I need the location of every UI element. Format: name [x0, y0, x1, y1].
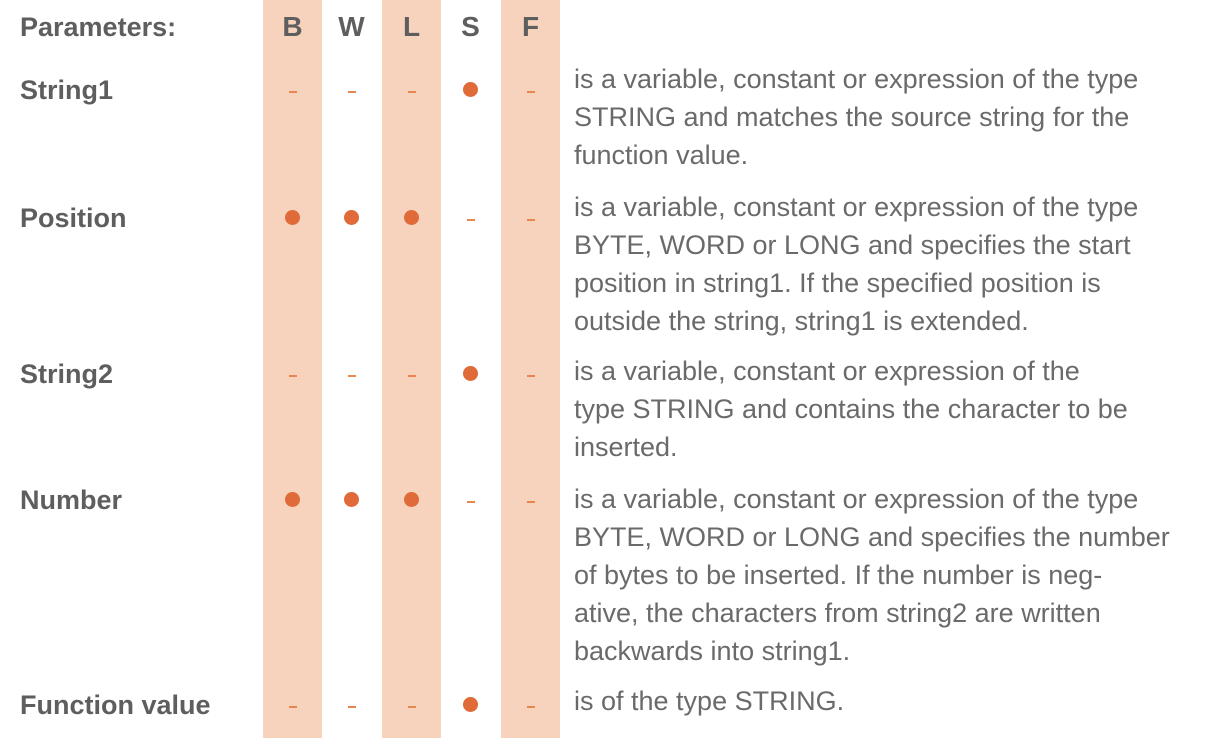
row-name: Function value [20, 690, 211, 720]
row-name: Number [20, 485, 123, 515]
column-header-s: S [461, 11, 480, 42]
dot-icon [285, 492, 300, 507]
description-line: is a variable, constant or expression of… [574, 356, 1080, 386]
unsupported-dash [441, 208, 500, 228]
unsupported-dash [501, 208, 560, 228]
description-line: type STRING and contains the character t… [574, 394, 1128, 424]
dash-icon [288, 91, 297, 93]
column-stripe-b [263, 0, 322, 738]
dash-icon [347, 91, 356, 93]
row-name: String2 [20, 359, 114, 389]
unsupported-dash [382, 80, 441, 100]
column-stripe-f [501, 0, 560, 738]
row-description: is a variable, constant or expression of… [574, 480, 1204, 670]
dash-icon [288, 706, 297, 708]
supported-dot [441, 695, 500, 715]
unsupported-dash [263, 695, 322, 715]
column-header-b: B [282, 11, 303, 42]
description-line: is a variable, constant or expression of… [574, 484, 1139, 514]
description-line: function value. [574, 140, 749, 170]
description-line: ative, the characters from string2 are w… [574, 598, 1101, 628]
dash-icon [466, 501, 475, 503]
description-line: is of the type STRING. [574, 686, 845, 716]
row-description: is of the type STRING. [574, 682, 1204, 720]
description-line: position in string1. If the specified po… [574, 268, 1101, 298]
unsupported-dash [501, 490, 560, 510]
description-line: is a variable, constant or expression of… [574, 64, 1139, 94]
description-line: of bytes to be inserted. If the number i… [574, 560, 1103, 590]
description-line: is a variable, constant or expression of… [574, 192, 1139, 222]
dash-icon [526, 706, 535, 708]
dash-icon [407, 91, 416, 93]
column-stripe-l [382, 0, 441, 738]
column-header-l: L [402, 11, 421, 42]
description-line: BYTE, WORD or LONG and specifies the sta… [574, 230, 1131, 260]
dash-icon [407, 706, 416, 708]
row-description: is a variable, constant or expression of… [574, 188, 1204, 340]
dot-icon [463, 366, 478, 381]
supported-dot [441, 80, 500, 100]
dot-icon [463, 697, 478, 712]
dash-icon [526, 219, 535, 221]
unsupported-dash [322, 695, 381, 715]
description-line: backwards into string1. [574, 636, 851, 666]
dash-icon [526, 91, 535, 93]
unsupported-dash [382, 695, 441, 715]
supported-dot [322, 208, 381, 228]
dot-icon [404, 210, 419, 225]
unsupported-dash [322, 80, 381, 100]
unsupported-dash [501, 364, 560, 384]
row-description: is a variable, constant or expression of… [574, 60, 1204, 174]
dash-icon [466, 219, 475, 221]
unsupported-dash [501, 80, 560, 100]
dot-icon [344, 210, 359, 225]
unsupported-dash [263, 80, 322, 100]
unsupported-dash [382, 364, 441, 384]
description-line: inserted. [574, 432, 678, 462]
supported-dot [441, 364, 500, 384]
supported-dot [263, 208, 322, 228]
unsupported-dash [441, 490, 500, 510]
column-header-w: W [338, 11, 365, 42]
row-description: is a variable, constant or expression of… [574, 352, 1204, 466]
description-line: STRING and matches the source string for… [574, 102, 1130, 132]
dash-icon [407, 375, 416, 377]
dash-icon [288, 375, 297, 377]
unsupported-dash [322, 364, 381, 384]
supported-dot [382, 208, 441, 228]
dash-icon [347, 706, 356, 708]
supported-dot [263, 490, 322, 510]
unsupported-dash [263, 364, 322, 384]
description-line: outside the string, string1 is extended. [574, 306, 1029, 336]
dash-icon [526, 501, 535, 503]
parameters-heading: Parameters: [20, 12, 177, 42]
supported-dot [382, 490, 441, 510]
dot-icon [285, 210, 300, 225]
dot-icon [404, 492, 419, 507]
unsupported-dash [501, 695, 560, 715]
column-header-f: F [521, 11, 540, 42]
row-name: String1 [20, 75, 114, 105]
row-name: Position [20, 203, 127, 233]
dot-icon [344, 492, 359, 507]
dot-icon [463, 82, 478, 97]
dash-icon [347, 375, 356, 377]
supported-dot [322, 490, 381, 510]
description-line: BYTE, WORD or LONG and specifies the num… [574, 522, 1170, 552]
dash-icon [526, 375, 535, 377]
